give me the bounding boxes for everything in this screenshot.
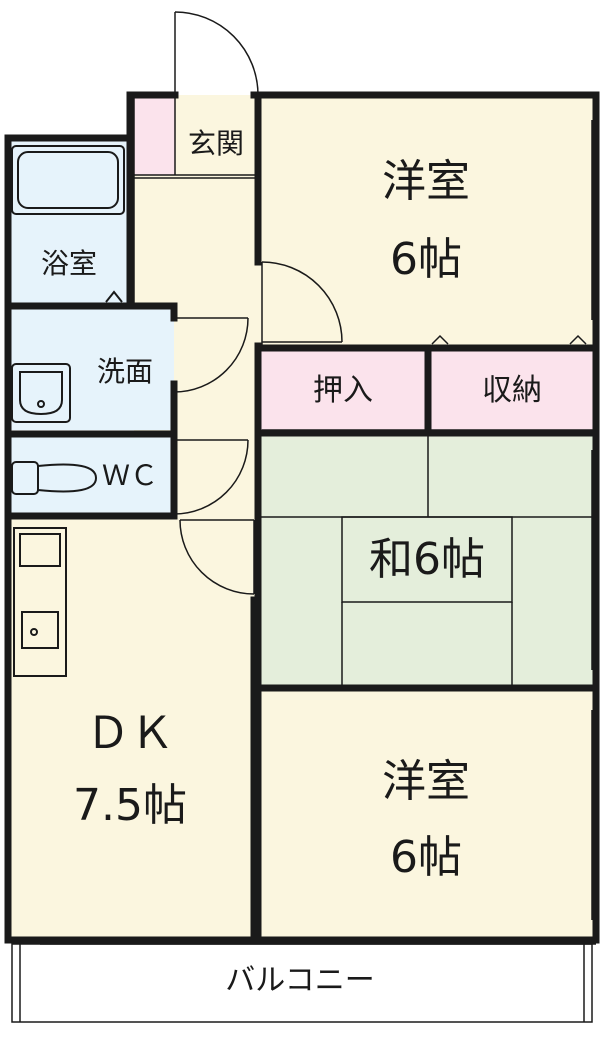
room-japanese <box>258 432 594 688</box>
western-door <box>261 261 343 346</box>
front-door <box>174 11 259 96</box>
walls <box>4 91 600 944</box>
japanese-label: 和6帖 <box>369 534 485 585</box>
room-oshiire <box>258 350 428 432</box>
room-western-bottom <box>258 688 594 938</box>
dk-door <box>179 519 255 595</box>
western-bottom-name: 洋室 <box>382 756 470 807</box>
western-top-name: 洋室 <box>382 156 470 207</box>
room-dk <box>8 516 258 938</box>
room-washroom <box>8 306 174 430</box>
room-bath <box>8 138 134 306</box>
dk-size: 7.5帖 <box>73 780 187 831</box>
balcony-label: バルコニー <box>225 963 375 998</box>
washroom-label: 洗面 <box>96 355 153 388</box>
oshiire-label: 押入 <box>313 373 373 408</box>
wash-basin <box>11 363 71 423</box>
bath-label: 浴室 <box>40 247 97 280</box>
wash-door <box>173 317 249 393</box>
bathtub <box>11 145 125 303</box>
room-western-top <box>258 95 594 347</box>
closet-markers <box>262 334 594 431</box>
balcony <box>8 938 594 1024</box>
room-wc <box>8 436 174 516</box>
entrance-label: 玄関 <box>187 127 244 160</box>
western-top-size: 6帖 <box>390 234 462 285</box>
thin-lines <box>11 95 596 1023</box>
wc-door <box>173 439 249 515</box>
toilet <box>11 461 98 495</box>
wc-label: ＷＣ <box>101 459 158 492</box>
entrance-floor <box>175 95 258 175</box>
western-bottom-size: 6帖 <box>390 832 462 883</box>
kitchen-counter <box>13 527 67 677</box>
tatami-lines <box>258 432 594 688</box>
room-storage <box>428 350 594 432</box>
dk-name: ＤＫ <box>86 708 174 759</box>
storage-label: 収納 <box>482 373 542 408</box>
